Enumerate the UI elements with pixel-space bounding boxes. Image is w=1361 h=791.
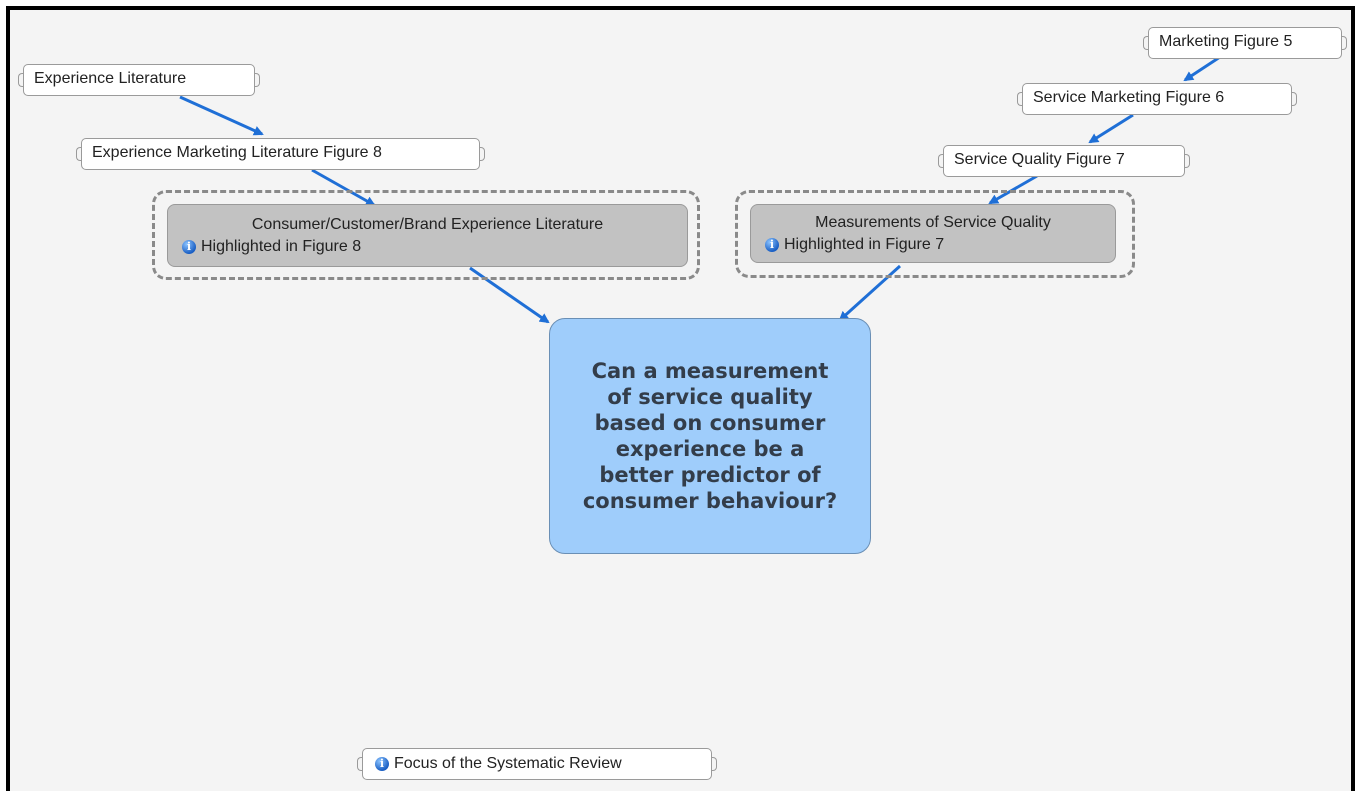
topic-label: Marketing Figure 5: [1159, 33, 1293, 50]
info-icon[interactable]: i: [375, 757, 389, 771]
topic-service-marketing-figure-6[interactable]: Service Marketing Figure 6: [1017, 83, 1297, 115]
topic-label: Service Quality Figure 7: [954, 151, 1125, 168]
topic-measurements-of-service-quality[interactable]: Measurements of Service Quality i Highli…: [750, 204, 1116, 263]
topic-title: Consumer/Customer/Brand Experience Liter…: [251, 216, 604, 233]
boundary-right-group: [735, 190, 1135, 278]
legend-label: Focus of the Systematic Review: [394, 755, 622, 772]
topic-note-label: Highlighted in Figure 7: [784, 236, 945, 253]
info-icon[interactable]: i: [765, 238, 779, 252]
topic-note: i Highlighted in Figure 8: [168, 236, 687, 258]
topic-label: Service Marketing Figure 6: [1033, 89, 1225, 106]
topic-label: Experience Literature: [34, 70, 187, 87]
topic-title: Measurements of Service Quality: [815, 214, 1051, 231]
central-topic[interactable]: Can a measurement of service quality bas…: [549, 318, 871, 554]
central-question: Can a measurement of service quality bas…: [582, 359, 838, 513]
topic-label: Experience Marketing Literature Figure 8: [92, 144, 382, 161]
topic-consumer-experience-literature[interactable]: Consumer/Customer/Brand Experience Liter…: [167, 204, 688, 267]
info-icon[interactable]: i: [182, 240, 196, 254]
topic-service-quality-figure-7[interactable]: Service Quality Figure 7: [938, 145, 1190, 177]
topic-note-label: Highlighted in Figure 8: [201, 238, 362, 255]
topic-experience-marketing-literature[interactable]: Experience Marketing Literature Figure 8: [76, 138, 485, 170]
topic-note: i Highlighted in Figure 7: [751, 234, 1115, 256]
topic-marketing-figure-5[interactable]: Marketing Figure 5: [1143, 27, 1347, 59]
boundary-left-group: [152, 190, 700, 280]
topic-experience-literature[interactable]: Experience Literature: [18, 64, 260, 96]
legend-focus-of-systematic-review[interactable]: i Focus of the Systematic Review: [357, 748, 717, 780]
